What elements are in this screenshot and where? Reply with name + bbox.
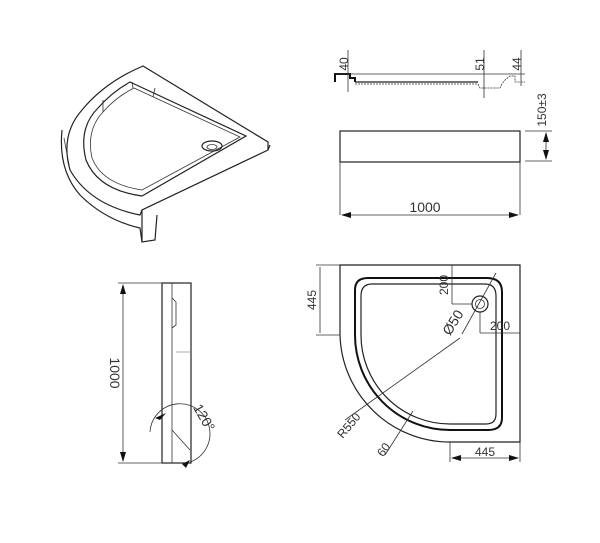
dim-radius: R550 — [334, 410, 363, 441]
front-view: 1000 150±3 — [339, 93, 552, 218]
dim-drain-from-right: 200 — [490, 319, 510, 333]
side-view: 1000 120° — [107, 282, 219, 468]
dim-drain-from-top: 200 — [437, 275, 451, 295]
dim-drain-depth: 51 — [473, 57, 487, 71]
dim-left-rim: 40 — [337, 57, 351, 71]
dim-right-rim: 44 — [510, 57, 524, 71]
dim-front-width: 1000 — [409, 199, 440, 215]
dim-side-angle: 120° — [190, 401, 218, 434]
dim-front-height: 150±3 — [535, 93, 549, 127]
section-view: 40 51 44 — [334, 50, 525, 98]
dim-bottom-straight: 445 — [475, 445, 495, 459]
dim-side-length: 1000 — [107, 357, 123, 388]
dim-left-straight: 445 — [305, 290, 319, 310]
plan-view: Ø50 200 200 445 445 R550 60 — [305, 264, 521, 462]
isometric-view — [60, 65, 271, 243]
dim-rim-width: 60 — [374, 440, 393, 459]
